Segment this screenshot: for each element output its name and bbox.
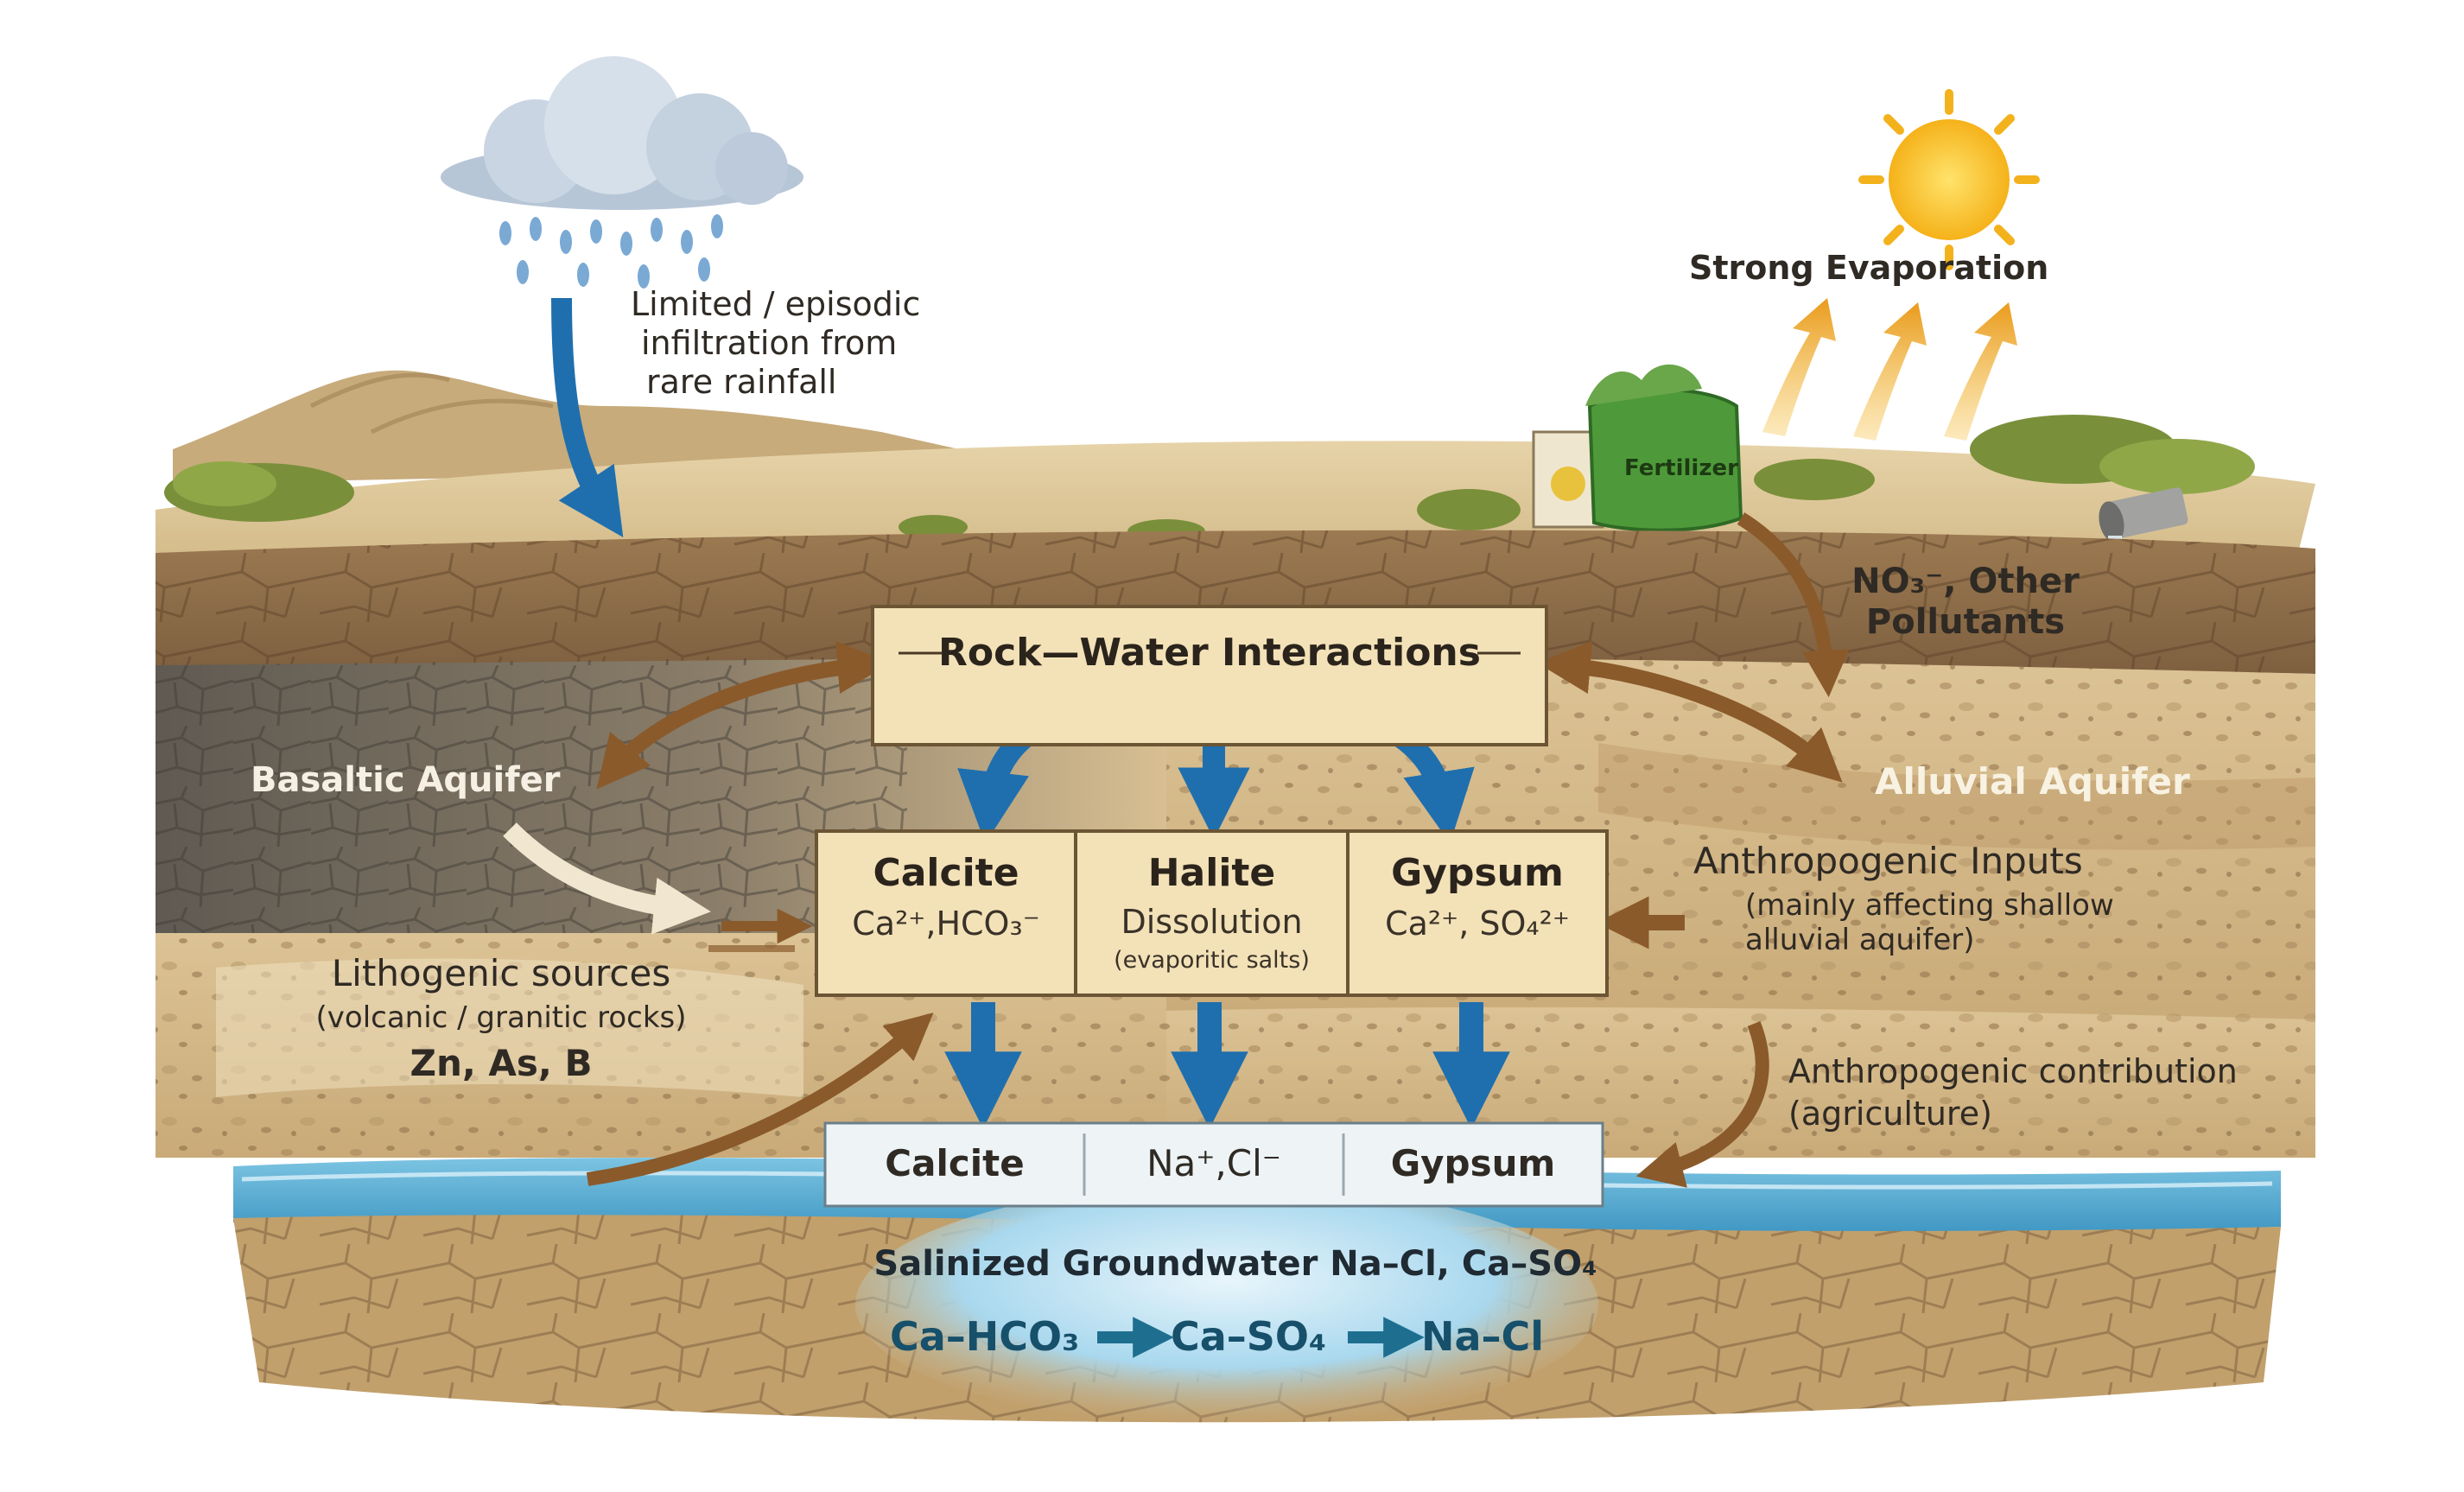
evaporation-arrows [1762, 298, 2017, 441]
bedrock-layer [233, 1184, 2281, 1425]
rock-water-title: Rock—Water Interactions [938, 631, 1481, 675]
evolution-step-1: Ca–HCO₃ [890, 1313, 1080, 1360]
evaporation-label: Strong Evaporation [1689, 249, 2049, 287]
precipitate-calcite: Calcite [885, 1142, 1025, 1184]
anthropogenic-contribution-title: Anthropogenic contribution [1788, 1052, 2238, 1090]
alluvial-exchange-arrow [1537, 641, 1843, 783]
infiltration-arrow [551, 297, 624, 537]
shrubs [164, 415, 2255, 543]
precipitate-gypsum: Gypsum [1390, 1142, 1556, 1184]
halite-box-text: Halite Dissolution (evaporitic salts) [1076, 851, 1348, 975]
pollutant-arrow [1737, 512, 1850, 698]
rain-label-line: Limited / episodic [631, 285, 921, 323]
fertilizer-bag-icon [1532, 364, 1743, 532]
pollutants-label-line: NO₃⁻, Other [1851, 562, 2080, 601]
precipitate-box [823, 1121, 1604, 1208]
lithogenic-elements: Zn, As, B [410, 1041, 593, 1084]
calcite-name: Calcite [873, 851, 1019, 895]
rock-water-box [871, 605, 1548, 746]
anthropogenic-contribution-note: (agriculture) [1788, 1094, 1992, 1133]
gypsum-box [1346, 829, 1609, 997]
lithogenic-line: (volcanic / granitic rocks) [315, 1000, 687, 1035]
anthropogenic-contribution-label: Anthropogenic contribution (agriculture) [1788, 1052, 2238, 1133]
rain-cloud-icon [441, 56, 803, 289]
precipitate-nacl: Na⁺,Cl⁻ [1146, 1142, 1281, 1184]
halite-name: Halite [1147, 851, 1276, 895]
calcite-box [815, 829, 1077, 997]
pollutants-label-line: Pollutants [1865, 602, 2066, 643]
rain-label-line: rare rainfall [646, 362, 837, 401]
agriculture-arrow [1635, 1021, 1769, 1188]
salinized-groundwater-pool [855, 1184, 1598, 1425]
basaltic-aquifer-label: Basaltic Aquifer [251, 760, 561, 800]
basaltic-input-arrow [503, 822, 711, 935]
anthropogenic-inputs-line: (mainly affecting shallow [1745, 887, 2114, 923]
rain-label: Limited / episodic infiltration from rar… [631, 285, 920, 401]
sun-icon [1858, 89, 2040, 270]
basaltic-exchange-arrow [596, 641, 891, 790]
anthropogenic-inputs-label: Anthropogenic Inputs (mainly affecting s… [1693, 840, 2114, 957]
lithogenic-title: Lithogenic sources [331, 952, 671, 994]
calcite-ions: Ca²⁺,HCO₃⁻ [852, 904, 1040, 943]
evolution-step-3: Na–Cl [1421, 1313, 1545, 1360]
calcite-box-text: Calcite Ca²⁺,HCO₃⁻ [816, 851, 1076, 943]
gypsum-box-text: Gypsum Ca²⁺, SO₄²⁺ [1348, 851, 1607, 943]
salinized-groundwater-label: Salinized Groundwater Na–Cl, Ca–SO₄ [873, 1244, 1597, 1284]
anthropogenic-inputs-line: alluvial aquifer) [1745, 922, 1975, 957]
halite-ions: Dissolution [1121, 902, 1303, 941]
lithogenic-label: Lithogenic sources (volcanic / granitic … [259, 952, 743, 1084]
gypsum-name: Gypsum [1391, 851, 1564, 895]
rain-label-line: infiltration from [641, 323, 898, 362]
halite-note: (evaporitic salts) [1114, 946, 1310, 974]
groundwater-rise-arrow [586, 1013, 934, 1186]
alluvial-aquifer-label: Alluvial Aquifer [1875, 760, 2190, 803]
halite-box [1074, 829, 1349, 997]
evolution-step-2: Ca–SO₄ [1171, 1313, 1327, 1360]
pollutants-label: NO₃⁻, Other Pollutants [1836, 562, 2095, 643]
fertilizer-label: Fertilizer [1624, 455, 1738, 481]
gypsum-ions: Ca²⁺, SO₄²⁺ [1385, 904, 1570, 943]
anthropogenic-inputs-title: Anthropogenic Inputs [1693, 840, 2083, 882]
